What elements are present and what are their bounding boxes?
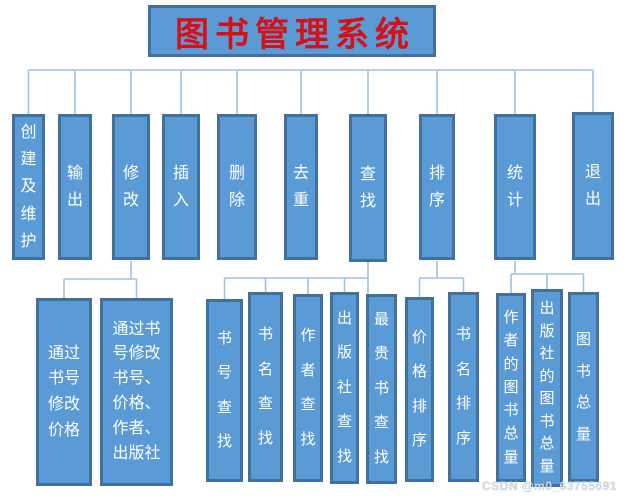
- node-label: 退出: [584, 163, 601, 208]
- node-sort: 排序: [419, 114, 455, 260]
- search-branch-line: [223, 261, 369, 301]
- root-title-label: 图书管理系统: [175, 15, 415, 54]
- node-label: 作者查找: [300, 327, 316, 448]
- node-label: 插入: [172, 164, 189, 209]
- node-modify: 修改: [112, 114, 150, 260]
- node-sort-by-name: 书名排序: [448, 292, 479, 482]
- node-label: 修改: [122, 164, 139, 209]
- node-search-by-author: 作者查找: [293, 294, 323, 482]
- node-label: 统计: [506, 164, 523, 209]
- node-label: 去重: [292, 164, 309, 209]
- modify-branch-line: [63, 261, 138, 300]
- node-delete: 删除: [217, 114, 257, 260]
- node-label: 图书总量: [575, 331, 591, 443]
- node-modify-fields-by-id: 通过书号修改书号、价格、作者、出版社: [100, 298, 173, 486]
- node-label: 书名排序: [455, 326, 471, 447]
- node-insert: 插入: [162, 114, 200, 260]
- node-label: 通过书号修改书号、价格、作者、出版社: [112, 320, 161, 462]
- node-search: 查找: [349, 114, 387, 262]
- node-output: 输出: [58, 114, 92, 260]
- node-label: 删除: [228, 164, 245, 209]
- root-branch-line: [27, 69, 594, 115]
- node-label: 最贵书查找: [373, 310, 389, 466]
- node-label: 输出: [66, 164, 83, 209]
- node-label: 出版社查找: [336, 309, 352, 465]
- node-sort-by-price: 价格排序: [405, 297, 434, 482]
- node-label: 排序: [428, 164, 445, 209]
- node-exit: 退出: [572, 112, 614, 260]
- node-total-by-author: 作者的图书总量: [496, 293, 526, 482]
- node-search-by-publisher: 出版社查找: [330, 292, 359, 484]
- node-label: 查找: [359, 165, 376, 210]
- node-dedupe: 去重: [284, 114, 318, 260]
- node-label: 作者的图书总量: [503, 309, 519, 466]
- node-label: 创建及维护: [20, 124, 37, 250]
- node-modify-price-by-id: 通过书号修改价格: [36, 298, 92, 486]
- node-label: 价格排序: [411, 328, 427, 450]
- csdn-watermark: CSDN @m0_63755691: [482, 479, 617, 493]
- node-stats: 统计: [494, 114, 536, 260]
- node-label: 通过书号修改价格: [47, 344, 80, 439]
- node-label: 书名查找: [257, 326, 273, 447]
- sort-branch-line: [418, 261, 465, 299]
- node-create-maintain: 创建及维护: [12, 114, 45, 260]
- node-search-most-expensive: 最贵书查找: [366, 294, 397, 484]
- node-search-by-id: 书号查找: [206, 299, 243, 482]
- stats-branch-line: [510, 261, 585, 295]
- node-root-title: 图书管理系统: [148, 5, 436, 57]
- node-total-books: 图书总量: [568, 292, 599, 482]
- node-total-by-publisher: 出版社的图书总量: [531, 289, 563, 487]
- node-label: 出版社的图书总量: [539, 300, 555, 475]
- node-label: 书号查找: [216, 329, 232, 451]
- node-search-by-name: 书名查找: [248, 292, 283, 482]
